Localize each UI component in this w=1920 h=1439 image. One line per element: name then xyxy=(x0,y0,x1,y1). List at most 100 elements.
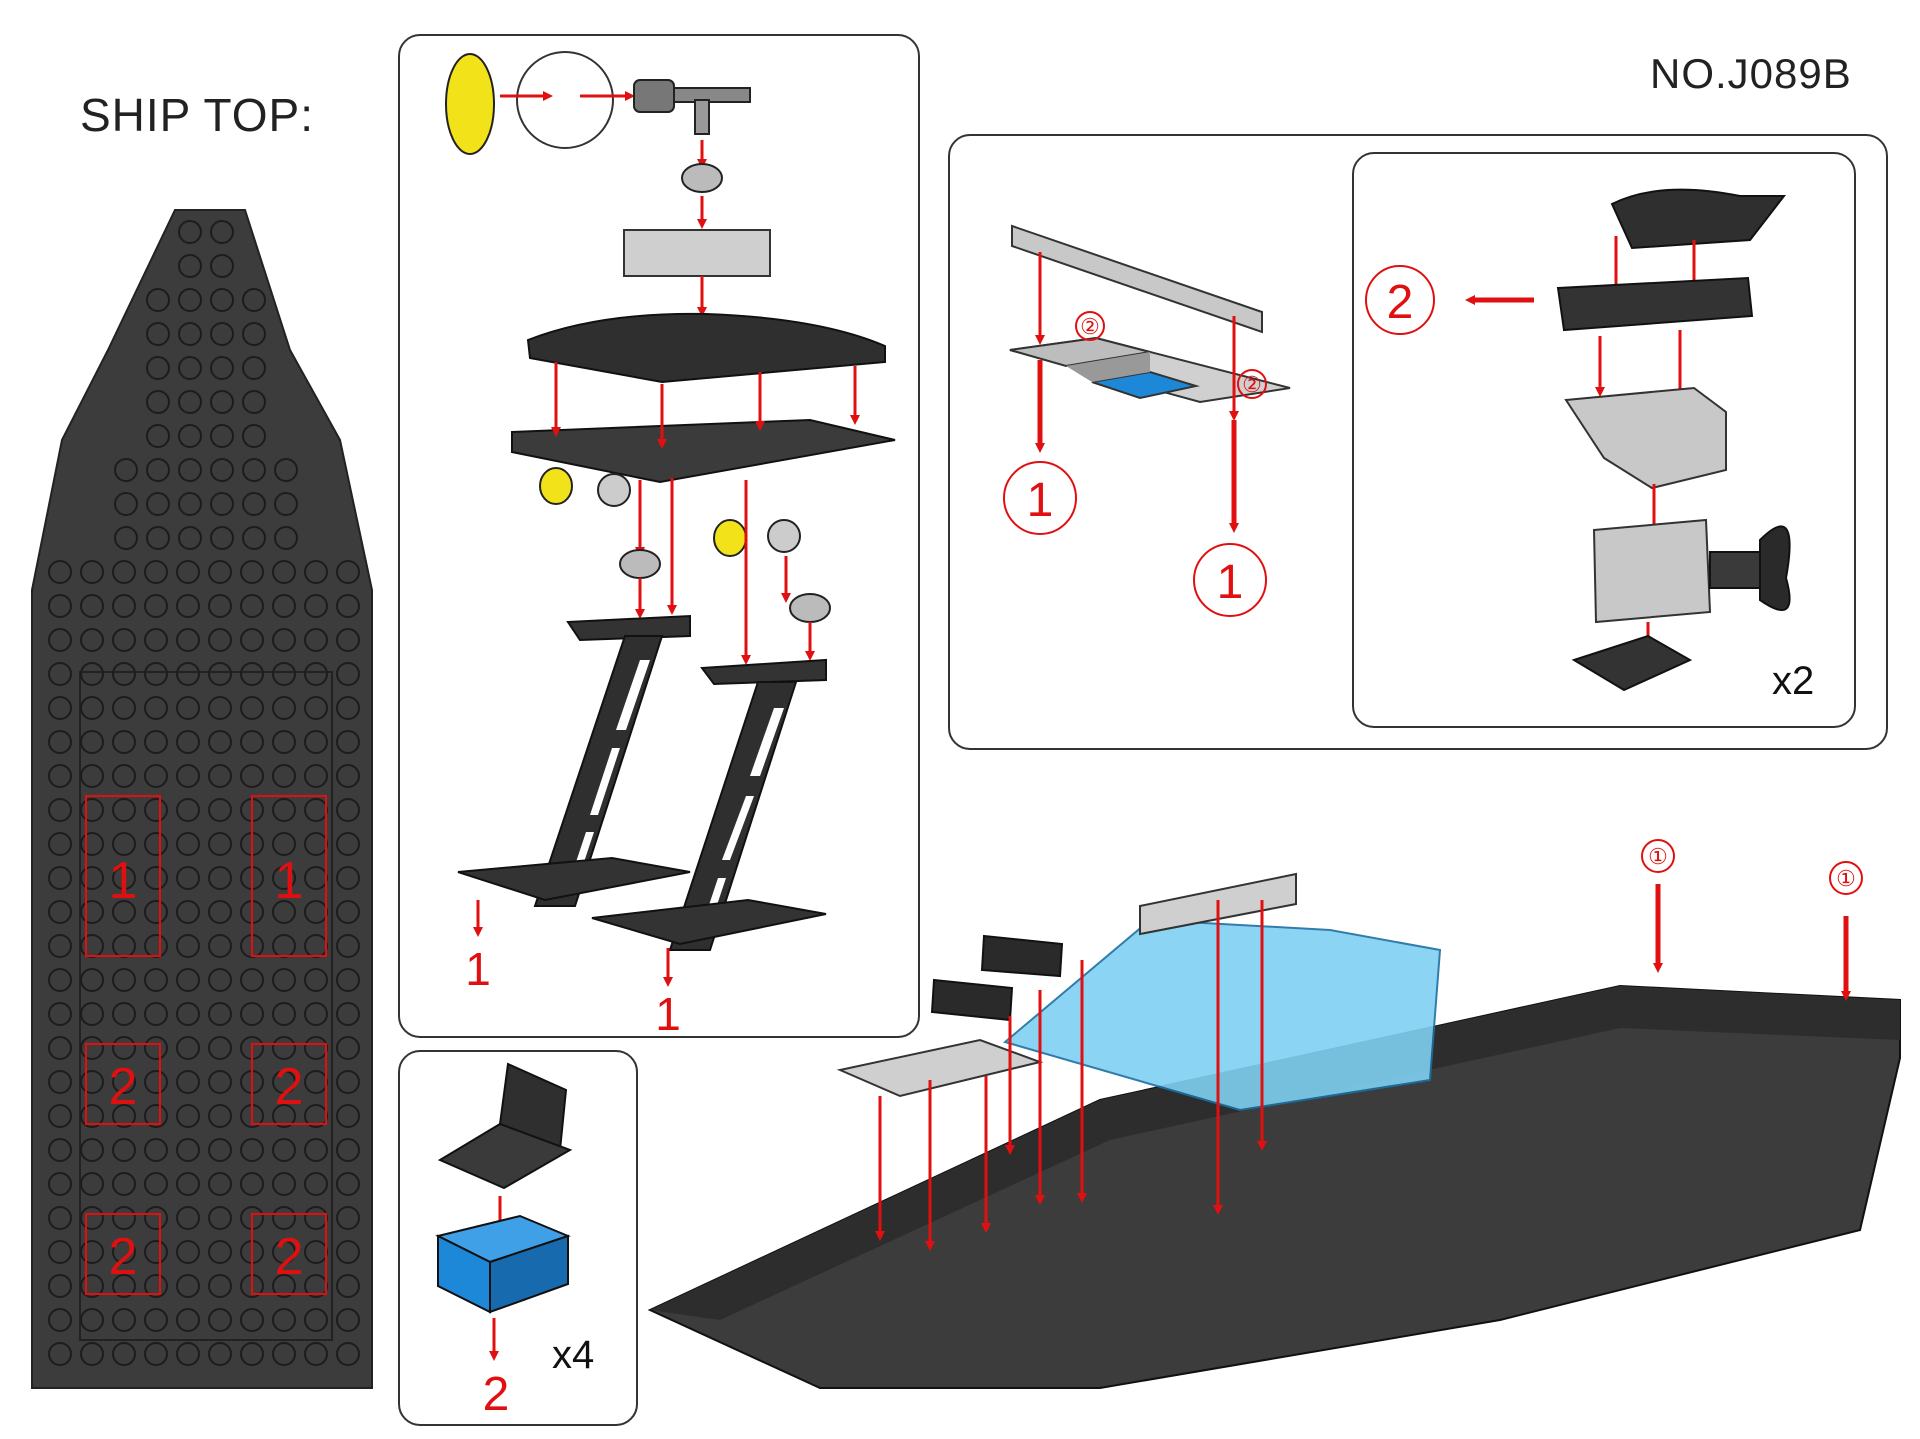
stud-ring xyxy=(210,322,234,346)
stud-ring xyxy=(336,662,360,686)
stud-ring xyxy=(208,1104,232,1128)
main-boat-assembly: ① ① xyxy=(647,839,1901,1389)
stud-ring xyxy=(112,1206,136,1230)
svg-text:1: 1 xyxy=(109,852,138,910)
step-label: 1 xyxy=(1217,556,1244,609)
stud-ring xyxy=(240,1342,264,1366)
stud-ring xyxy=(48,594,72,618)
stud-ring xyxy=(336,866,360,890)
stud-ring xyxy=(336,1036,360,1060)
windshield-assembly-diagram: ② ② 1 1 xyxy=(1003,224,1291,617)
stud-ring xyxy=(112,1104,136,1128)
stud-ring xyxy=(178,220,202,244)
stud-ring xyxy=(48,798,72,822)
stud-ring xyxy=(48,1308,72,1332)
stud-ring xyxy=(336,1308,360,1332)
stud-ring xyxy=(80,1342,104,1366)
circled-marker: ① xyxy=(1648,844,1668,869)
stud-ring xyxy=(336,730,360,754)
stud-ring xyxy=(176,1002,200,1026)
stud-ring xyxy=(304,560,328,584)
stud-ring xyxy=(176,900,200,924)
stud-ring xyxy=(144,1240,168,1264)
stud-ring xyxy=(336,934,360,958)
stud-ring xyxy=(240,1002,264,1026)
stud-ring xyxy=(336,1104,360,1128)
stud-ring xyxy=(114,492,138,516)
stud-ring xyxy=(112,764,136,788)
stud-ring xyxy=(208,560,232,584)
stud-ring xyxy=(80,798,104,822)
stud-ring xyxy=(208,832,232,856)
stud-ring xyxy=(112,696,136,720)
stud-ring xyxy=(336,1002,360,1026)
stud-ring xyxy=(178,322,202,346)
stud-ring xyxy=(336,1274,360,1298)
stud-ring xyxy=(272,798,296,822)
stud-ring xyxy=(48,730,72,754)
stud-ring xyxy=(178,390,202,414)
stud-ring xyxy=(208,1274,232,1298)
stud-ring xyxy=(176,934,200,958)
small-circled-label: ② xyxy=(1080,314,1100,339)
stud-ring xyxy=(304,1342,328,1366)
stud-ring xyxy=(274,458,298,482)
stud-ring xyxy=(176,1274,200,1298)
stud-ring xyxy=(274,492,298,516)
svg-text:2: 2 xyxy=(109,1228,138,1286)
stud-ring xyxy=(242,322,266,346)
stud-ring xyxy=(272,1104,296,1128)
stud-ring xyxy=(208,1002,232,1026)
stud-ring xyxy=(210,492,234,516)
stud-ring xyxy=(146,288,170,312)
stud-ring xyxy=(304,1002,328,1026)
stud-ring xyxy=(272,764,296,788)
stud-ring xyxy=(272,1274,296,1298)
stud-ring xyxy=(112,730,136,754)
stud-ring xyxy=(304,594,328,618)
stud-ring xyxy=(144,832,168,856)
stud-ring xyxy=(176,1240,200,1264)
stud-ring xyxy=(80,1308,104,1332)
page-title: SHIP TOP: xyxy=(80,89,314,141)
stud-ring xyxy=(146,322,170,346)
stud-ring xyxy=(208,900,232,924)
stud-ring xyxy=(146,492,170,516)
stud-ring xyxy=(336,1240,360,1264)
stud-ring xyxy=(208,1206,232,1230)
stud-ring xyxy=(240,764,264,788)
seat-multiplier: x4 xyxy=(552,1333,594,1377)
stud-ring xyxy=(112,1036,136,1060)
stud-ring xyxy=(114,526,138,550)
stud-ring xyxy=(146,356,170,380)
stud-ring xyxy=(176,866,200,890)
stud-ring xyxy=(48,1342,72,1366)
stud-ring xyxy=(336,764,360,788)
stud-ring xyxy=(144,560,168,584)
stud-ring xyxy=(146,458,170,482)
stud-ring xyxy=(48,900,72,924)
stud-ring xyxy=(242,458,266,482)
stud-ring xyxy=(144,1070,168,1094)
stud-ring xyxy=(176,1172,200,1196)
step-label: 2 xyxy=(483,1368,510,1421)
stud-ring xyxy=(336,628,360,652)
stud-ring xyxy=(80,1002,104,1026)
stud-ring xyxy=(112,628,136,652)
stud-ring xyxy=(336,832,360,856)
svg-text:1: 1 xyxy=(275,852,304,910)
stud-ring xyxy=(272,832,296,856)
stud-ring xyxy=(80,696,104,720)
stud-ring xyxy=(80,1206,104,1230)
stud-ring xyxy=(208,1240,232,1264)
stud-ring xyxy=(80,1104,104,1128)
stud-ring xyxy=(208,1342,232,1366)
model-number: NO.J089B xyxy=(1650,50,1852,97)
stud-ring xyxy=(272,1206,296,1230)
stud-ring xyxy=(336,1138,360,1162)
zone-box-1-right: 1 xyxy=(251,795,327,957)
stud-ring xyxy=(240,1172,264,1196)
stud-ring xyxy=(304,968,328,992)
stud-ring xyxy=(80,968,104,992)
